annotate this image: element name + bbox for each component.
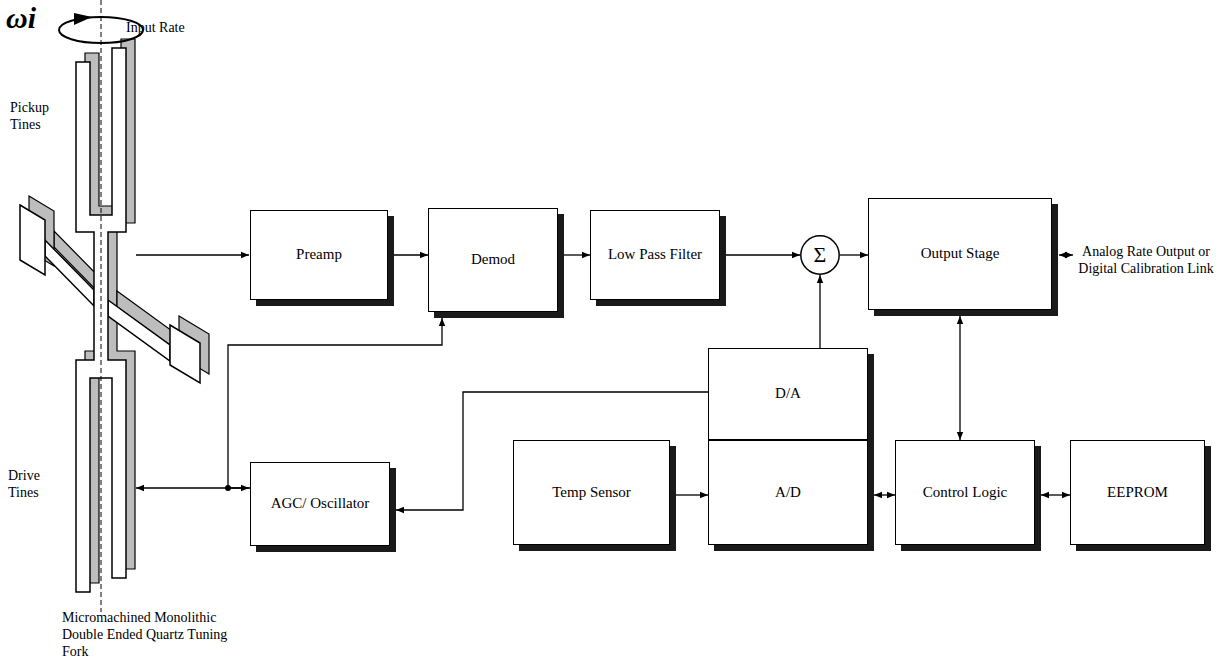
signal-connector bbox=[959, 316, 960, 440]
demod-box: Demod bbox=[428, 208, 558, 312]
fork-front bbox=[20, 48, 200, 592]
signal-connector bbox=[564, 254, 590, 255]
part-name: Drive Tines bbox=[8, 468, 58, 502]
node-text: Output Stage bbox=[917, 245, 1004, 262]
axis-label: Input Rate bbox=[126, 20, 216, 37]
signal-name: Analog Rate Output or Digital Calibratio… bbox=[1077, 244, 1215, 278]
node-text: Preamp bbox=[292, 246, 346, 263]
dac-box: D/A bbox=[708, 348, 868, 440]
signal-connector bbox=[819, 275, 820, 348]
cross-arm-end bbox=[170, 325, 200, 383]
adc-box: A/D bbox=[708, 440, 868, 545]
circle-outline bbox=[801, 236, 839, 274]
node-text: D/A bbox=[771, 385, 805, 402]
signal-connector bbox=[1041, 494, 1070, 495]
pickup-wire bbox=[136, 254, 249, 255]
rotation-arrowhead bbox=[74, 13, 92, 25]
signal-connector bbox=[394, 254, 428, 255]
part-caption: Micromachined Monolithic Double Ended Qu… bbox=[62, 610, 234, 660]
sensor-box: Temp Sensor bbox=[513, 440, 670, 545]
signal-connector bbox=[726, 254, 800, 255]
node-text: Σ bbox=[810, 242, 831, 267]
signal-connector bbox=[676, 494, 708, 495]
node-text: A/D bbox=[771, 484, 805, 501]
cross-arm-end bbox=[20, 205, 45, 275]
node-text: Control Logic bbox=[919, 484, 1012, 501]
summing-junction: Σ bbox=[800, 235, 840, 275]
node-text: Temp Sensor bbox=[548, 484, 635, 501]
oscillator-box: AGC/ Oscillator bbox=[250, 462, 390, 546]
output-stage-box: Output Stage bbox=[868, 198, 1052, 310]
control-logic-box: Control Logic bbox=[895, 440, 1035, 545]
cross-arm bbox=[108, 300, 170, 361]
filter-box: Low Pass Filter bbox=[590, 210, 720, 300]
cross-arm bbox=[45, 240, 94, 306]
preamp-box: Preamp bbox=[250, 210, 388, 300]
eeprom-box: EEPROM bbox=[1070, 440, 1205, 545]
node-text: EEPROM bbox=[1103, 484, 1172, 501]
node-text: Low Pass Filter bbox=[604, 246, 706, 263]
signal-connector bbox=[840, 254, 868, 255]
rate-symbol: ωi bbox=[6, 0, 66, 36]
node-text: AGC/ Oscillator bbox=[267, 495, 374, 512]
signal-connector bbox=[874, 494, 895, 495]
output-wire bbox=[1059, 254, 1073, 255]
part-name: Pickup Tines bbox=[10, 100, 62, 134]
input-axis bbox=[101, 0, 102, 612]
node-text: Demod bbox=[467, 251, 519, 268]
